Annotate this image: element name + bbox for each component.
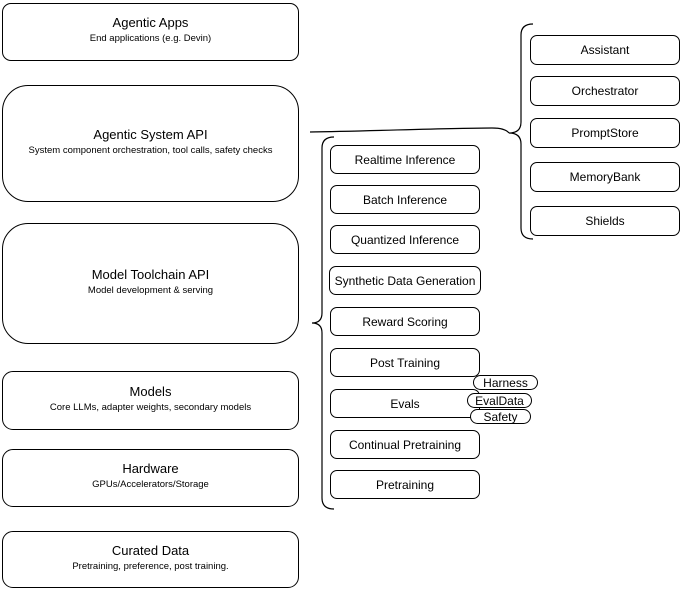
box-curated-data: Curated Data Pretraining, preference, po… — [2, 531, 299, 588]
box-reward-scoring: Reward Scoring — [330, 307, 480, 336]
tag-evaldata: EvalData — [467, 393, 532, 408]
tag-harness: Harness — [473, 375, 538, 390]
box-batch-inference: Batch Inference — [330, 185, 480, 214]
box-orchestrator: Orchestrator — [530, 76, 680, 106]
box-subtitle: End applications (e.g. Devin) — [89, 33, 212, 44]
box-title: Models — [129, 383, 172, 399]
box-title: Hardware — [122, 461, 179, 476]
box-subtitle: Model development & serving — [87, 284, 214, 296]
box-subtitle: System component orchestration, tool cal… — [28, 144, 273, 156]
box-continual-pretraining: Continual Pretraining — [330, 430, 480, 459]
box-shields: Shields — [530, 206, 680, 236]
tag-safety: Safety — [470, 409, 531, 424]
box-title: Curated Data — [111, 542, 190, 558]
box-agentic-system-api: Agentic System API System component orch… — [2, 85, 299, 202]
box-subtitle: GPUs/Accelerators/Storage — [92, 479, 209, 490]
box-assistant: Assistant — [530, 35, 680, 65]
box-models: Models Core LLMs, adapter weights, secon… — [2, 371, 299, 430]
box-subtitle: Core LLMs, adapter weights, secondary mo… — [49, 401, 252, 413]
box-realtime-inference: Realtime Inference — [330, 145, 480, 174]
box-synthetic-data-generation: Synthetic Data Generation — [329, 266, 481, 295]
toolchain-group-brace — [311, 136, 335, 510]
box-title: Agentic Apps — [112, 15, 189, 30]
box-pretraining: Pretraining — [330, 470, 480, 499]
box-evals: Evals — [330, 389, 480, 418]
system-api-connector-line — [309, 127, 510, 134]
box-subtitle: Pretraining, preference, post training. — [72, 560, 229, 572]
box-title: Agentic System API — [93, 126, 208, 142]
box-quantized-inference: Quantized Inference — [330, 225, 480, 254]
box-model-toolchain-api: Model Toolchain API Model development & … — [2, 223, 299, 344]
box-hardware: Hardware GPUs/Accelerators/Storage — [2, 449, 299, 507]
box-post-training: Post Training — [330, 348, 480, 377]
box-title: Model Toolchain API — [91, 266, 210, 282]
box-memorybank: MemoryBank — [530, 162, 680, 192]
box-promptstore: PromptStore — [530, 118, 680, 148]
box-agentic-apps: Agentic Apps End applications (e.g. Devi… — [2, 3, 299, 61]
